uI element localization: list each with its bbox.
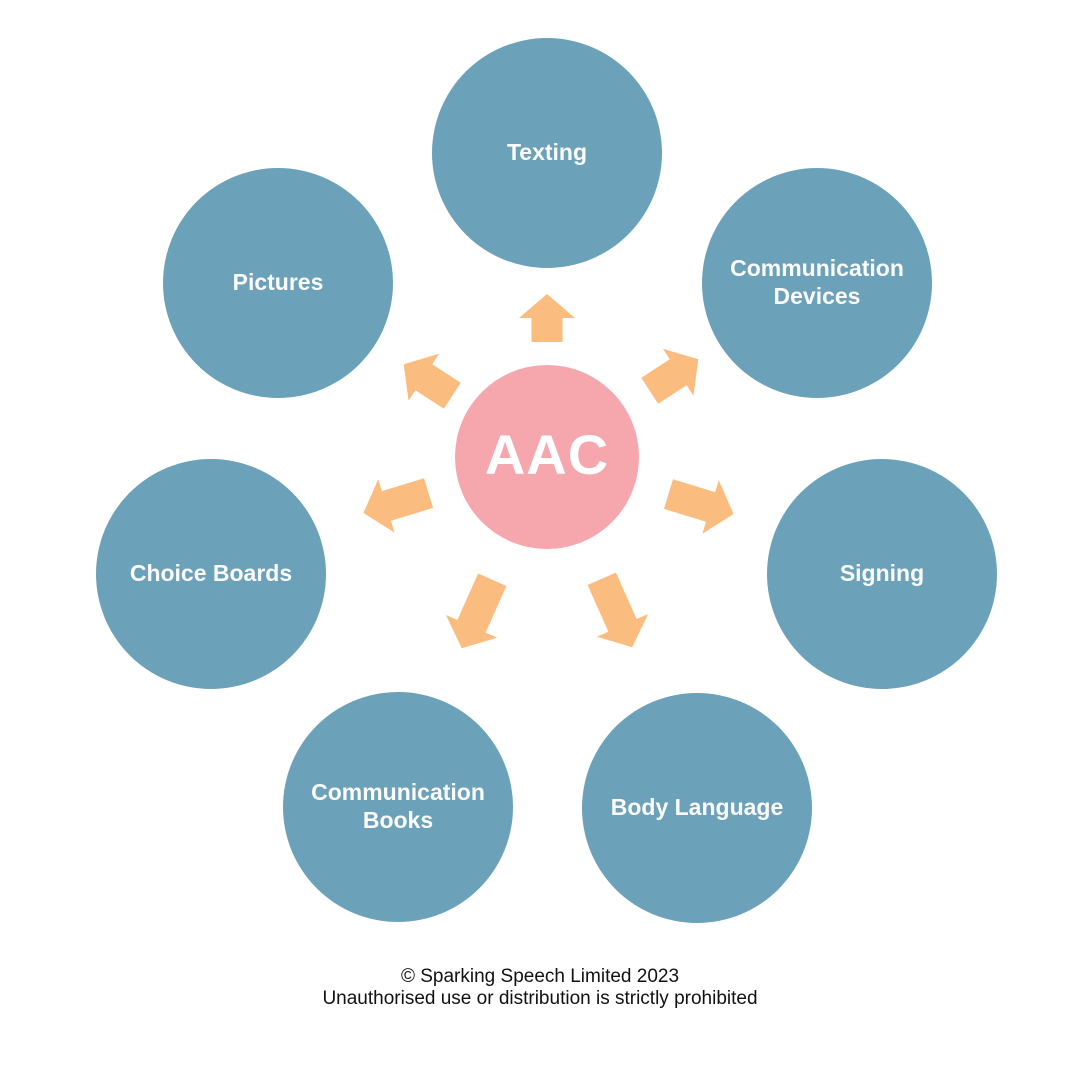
- node-communication-devices-label: Communication Devices: [730, 255, 904, 309]
- node-body-language: Body Language: [582, 693, 812, 923]
- node-choice-boards: Choice Boards: [96, 459, 326, 689]
- node-texting: Texting: [432, 38, 662, 268]
- arrow-to-body-language: [587, 572, 649, 648]
- copyright-line1: © Sparking Speech Limited 2023: [400, 966, 680, 987]
- arrow-to-communication-books: [445, 573, 507, 649]
- node-signing: Signing: [767, 459, 997, 689]
- arrow-to-choice-boards: [363, 478, 434, 533]
- node-communication-books-label: Communication Books: [311, 779, 485, 833]
- arrow-to-texting: [519, 294, 575, 342]
- node-body-language-label: Body Language: [610, 794, 784, 821]
- arrow-to-signing: [663, 479, 734, 534]
- node-pictures: Pictures: [163, 168, 393, 398]
- node-choice-boards-label: Choice Boards: [129, 560, 293, 587]
- center-node-aac: AAC: [455, 365, 639, 549]
- node-texting-label: Texting: [506, 139, 588, 166]
- copyright-line2: Unauthorised use or distribution is stri…: [322, 988, 758, 1009]
- node-communication-devices: Communication Devices: [702, 168, 932, 398]
- node-pictures-label: Pictures: [232, 269, 324, 296]
- node-communication-books: Communication Books: [283, 692, 513, 922]
- arrow-to-pictures: [403, 353, 461, 409]
- center-node-label: AAC: [484, 422, 610, 486]
- copyright-notice: © Sparking Speech Limited 2023 Unauthori…: [0, 966, 1080, 1010]
- arrow-to-communication-devices: [641, 348, 699, 404]
- node-signing-label: Signing: [839, 560, 925, 587]
